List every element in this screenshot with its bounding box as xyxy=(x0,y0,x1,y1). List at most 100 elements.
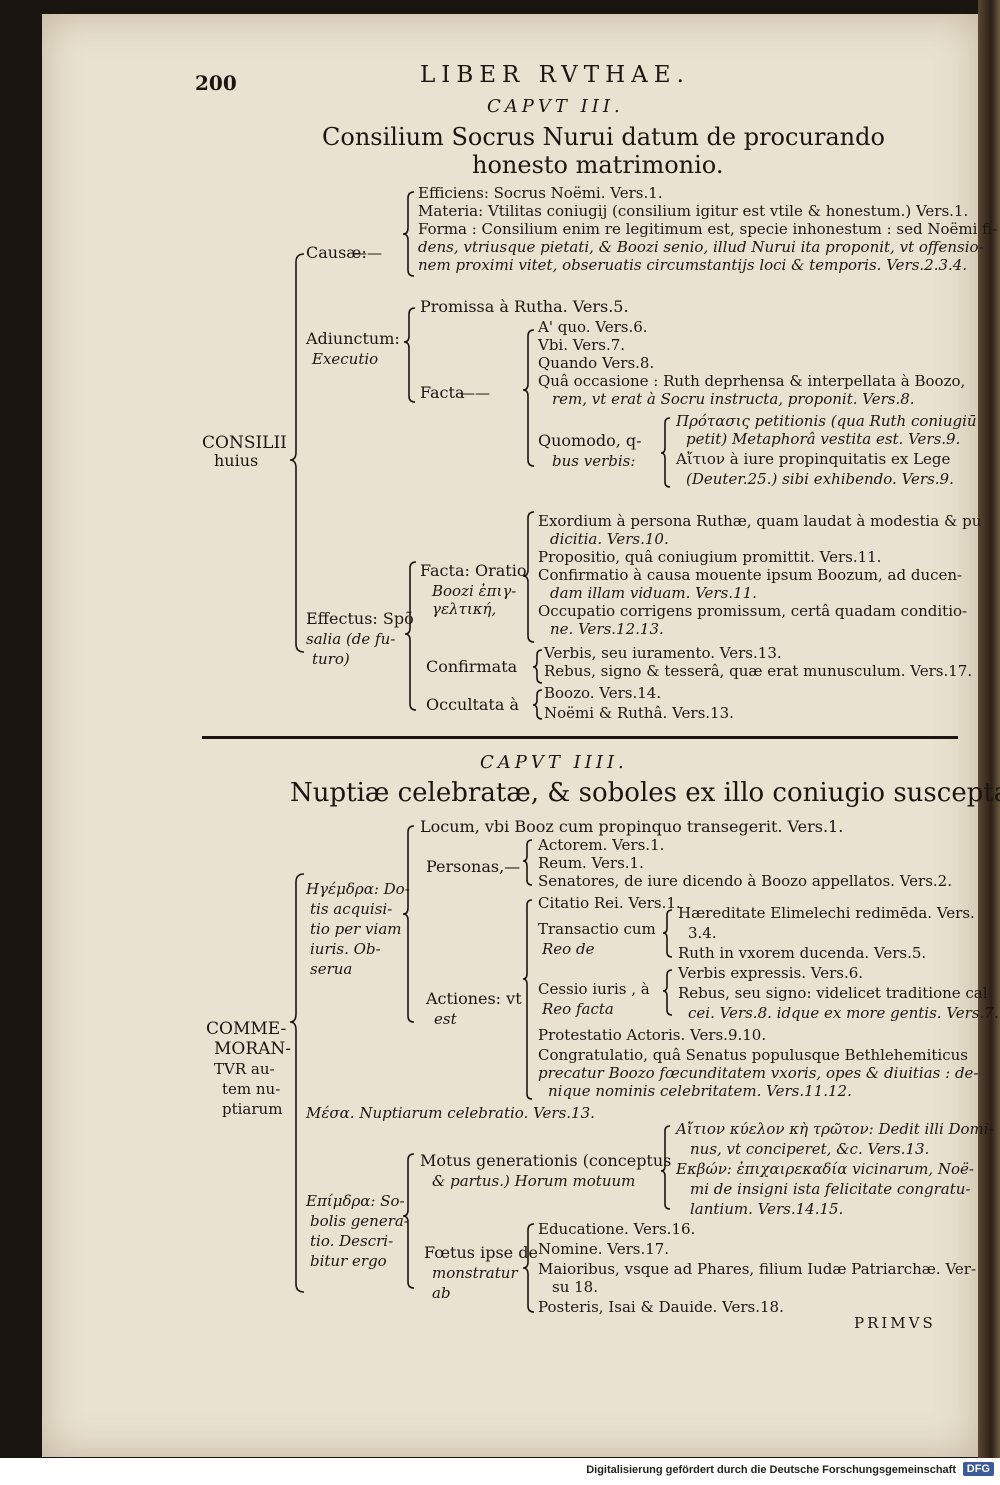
congratulatio-line: nique nominis celebritatem. Vers.11.12. xyxy=(548,1082,852,1100)
chapter-3-title-line-2: honesto matrimonio. xyxy=(472,151,724,179)
brace-motus xyxy=(660,1125,671,1210)
oratio-line: dicitia. Vers.10. xyxy=(550,530,669,548)
cessio-line: Rebus, seu signo: videlicet traditione c… xyxy=(678,984,988,1002)
motus-line: nus, vt conciperet, &c. Vers.13. xyxy=(690,1140,930,1158)
epimetra-label-2: bolis genera- xyxy=(310,1212,409,1230)
brace-personas xyxy=(522,839,533,886)
foetus-line: Posteris, Isai & Dauide. Vers.18. xyxy=(538,1298,784,1316)
transactio-label-2: Reo de xyxy=(542,940,595,958)
effectus-label-3: turo) xyxy=(312,650,350,668)
motus-line: Αἴτιον κύελον κὴ τρῶτον: Dedit illi Domi… xyxy=(676,1120,994,1138)
citatio-line: Citatio Rei. Vers.1. xyxy=(538,894,681,912)
facta-2-label-2: Boozi ἐπιγ- xyxy=(432,582,517,600)
brace-cessio xyxy=(662,969,673,1016)
quomodo-label: Quomodo, q- xyxy=(538,431,642,450)
brace-consilii xyxy=(289,253,305,653)
root-consilii: CONSILII xyxy=(202,433,287,453)
motus-line: mi de insigni ista felicitate congratu- xyxy=(690,1180,971,1198)
transactio-line: 3.4. xyxy=(688,924,717,942)
motus-line: Εκβών: ἐπιχαιρεκαδία vicinarum, Noë- xyxy=(676,1160,974,1178)
foetus-label-2: monstratur xyxy=(432,1264,518,1282)
personas-line: Reum. Vers.1. xyxy=(538,854,644,872)
foetus-line: Maioribus, vsque ad Phares, filium Iudæ … xyxy=(538,1260,977,1278)
digitization-footer: Digitalisierung gefördert durch die Deut… xyxy=(0,1458,1000,1485)
oratio-line: Exordium à persona Ruthæ, quam laudat à … xyxy=(538,512,982,530)
cessio-label: Cessio iuris , à xyxy=(538,980,650,998)
epimetra-label: Επίμδρα: So- xyxy=(306,1192,405,1210)
personas-line: Actorem. Vers.1. xyxy=(538,836,665,854)
cessio-line: Verbis expressis. Vers.6. xyxy=(678,964,864,982)
occultata-label: Occultata à xyxy=(426,695,520,714)
oratio-line: Confirmatio à causa mouente ipsum Boozum… xyxy=(538,566,963,584)
facta-1-line: Quando Vers.8. xyxy=(538,354,655,372)
facta-1-line: rem, vt erat à Socru instructa, proponit… xyxy=(552,390,915,408)
chapter-4-title: Nuptiæ celebratæ, & soboles ex illo coni… xyxy=(290,778,1000,808)
causae-line: Efficiens: Socrus Noëmi. Vers.1. xyxy=(418,184,663,202)
causae-dash: —— xyxy=(352,244,382,262)
hegemon-label-3: tio per viam xyxy=(310,920,402,938)
brace-occultata xyxy=(532,689,543,720)
bracket-lines xyxy=(289,191,673,1313)
causae-line: Forma : Consilium enim re legitimum est,… xyxy=(418,220,998,238)
occultata-line: Boozo. Vers.14. xyxy=(544,684,662,702)
promissa-line: Promissa à Rutha. Vers.5. xyxy=(420,297,629,316)
foetus-line: Nomine. Vers.17. xyxy=(538,1240,670,1258)
effectus-label: Effectus: Spõ xyxy=(306,609,414,628)
brace-facta-1 xyxy=(522,329,535,467)
confirmata-label: Confirmata xyxy=(426,657,518,676)
caput-4-label: CAPVT IIII. xyxy=(480,752,628,773)
congratulatio-line: precatur Boozo fœcunditatem vxoris, opes… xyxy=(538,1064,979,1082)
foetus-line: Educatione. Vers.16. xyxy=(538,1220,696,1238)
brace-actiones xyxy=(522,899,533,1100)
facta-2-label-3: γελτική, xyxy=(432,600,497,618)
epimetra-label-4: bitur ergo xyxy=(310,1252,387,1270)
personas-label: Personas,— xyxy=(426,857,521,876)
brace-quomodo xyxy=(660,417,671,488)
adiunctum-label: Adiunctum: xyxy=(306,329,400,348)
quomodo-label-2: bus verbis: xyxy=(552,452,636,470)
motus-label: Motus generationis (conceptus xyxy=(420,1151,672,1170)
causae-line: nem proximi vitet, obseruatis circumstan… xyxy=(418,256,968,274)
foetus-label: Fœtus ipse de xyxy=(424,1243,538,1262)
brace-foetus xyxy=(522,1223,535,1313)
dfg-logo: DFG xyxy=(962,1462,994,1476)
oratio-line: ne. Vers.12.13. xyxy=(550,620,664,638)
causae-line: Materia: Vtilitas coniugij (consilium ig… xyxy=(418,202,969,220)
oratio-line: dam illam viduam. Vers.11. xyxy=(550,584,757,602)
brace-adiunctum xyxy=(403,307,416,403)
causae-label: Causæ: xyxy=(306,243,367,262)
oratio-line: Occupatio corrigens promissum, certâ qua… xyxy=(538,602,968,620)
brace-hegemon xyxy=(402,825,415,1023)
transactio-label: Transactio cum xyxy=(538,920,656,938)
motus-line: lantium. Vers.14.15. xyxy=(690,1200,844,1218)
hegemon-label-5: serua xyxy=(310,960,353,978)
confirmata-line: Verbis, seu iuramento. Vers.13. xyxy=(544,644,782,662)
transactio-line: Hæreditate Elimelechi redimēda. Vers. xyxy=(678,904,975,922)
protestatio-line: Protestatio Actoris. Vers.9.10. xyxy=(538,1026,767,1044)
mesa-line: Μέσα. Nuptiarum celebratio. Vers.13. xyxy=(306,1104,595,1122)
adiunctum-executio: Executio xyxy=(312,350,379,368)
root-moran: MORAN- xyxy=(214,1039,292,1059)
effectus-label-2: salia (de fu- xyxy=(306,630,396,648)
root-tvr: TVR au- xyxy=(214,1060,275,1078)
caput-3-label: CAPVT III. xyxy=(487,96,624,117)
root-huius: huius xyxy=(214,451,259,470)
quomodo-line: (Deuter.25.) sibi exhibendo. Vers.9. xyxy=(686,470,954,488)
cessio-line: cei. Vers.8. idque ex more gentis. Vers.… xyxy=(688,1004,999,1022)
foetus-label-3: ab xyxy=(432,1284,451,1302)
page-number: 200 xyxy=(195,71,237,95)
hegemon-label-4: iuris. Ob- xyxy=(310,940,381,958)
book-spine-edge xyxy=(978,0,1000,1485)
oratio-line: Propositio, quâ coniugium promittit. Ver… xyxy=(538,548,882,566)
brace-effectus xyxy=(404,561,417,711)
occultata-line: Noëmi & Ruthâ. Vers.13. xyxy=(544,704,734,722)
hegemon-label: Ηγέμδρα: Do- xyxy=(306,880,410,898)
facta-1-line: Vbi. Vers.7. xyxy=(538,336,626,354)
running-head: LIBER RVTHAE. xyxy=(420,62,690,88)
quomodo-line: Πρότασις petitionis (qua Ruth coniugiū xyxy=(676,412,977,430)
actiones-label: Actiones: vt xyxy=(426,989,522,1008)
confirmata-line: Rebus, signo & tesserâ, quæ erat munuscu… xyxy=(544,662,973,680)
facta-1-dash: —— xyxy=(460,384,490,402)
root-tem: tem nu- xyxy=(222,1080,281,1098)
transactio-line: Ruth in vxorem ducenda. Vers.5. xyxy=(678,944,927,962)
